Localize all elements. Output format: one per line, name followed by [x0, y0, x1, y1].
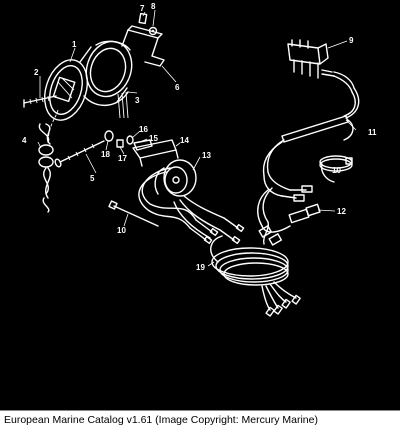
callout-4: 4 — [22, 136, 27, 145]
gauge-bracket-part — [132, 139, 179, 167]
callout-5: 5 — [90, 174, 95, 183]
callout-19: 19 — [196, 263, 205, 272]
terminal-block-part — [287, 39, 355, 93]
sensor-harness-part — [138, 159, 225, 239]
callout-14: 14 — [180, 136, 189, 145]
callout-10-cable-tie: 10 — [117, 226, 126, 235]
cable-tie-part — [108, 200, 159, 227]
cable-tie-loop-part — [319, 155, 353, 183]
exploded-parts-diagram: 1 2 3 4 5 6 7 8 9 10 10 11 12 13 14 15 1… — [0, 0, 400, 410]
connector-terminals — [189, 217, 245, 245]
callout-7: 7 — [140, 4, 145, 13]
callout-numbers: 1 2 3 4 5 6 7 8 9 10 10 11 12 13 14 15 1… — [22, 2, 377, 272]
callout-17: 17 — [118, 154, 127, 163]
coiled-harness-part — [210, 235, 301, 317]
top-bracket-part — [121, 12, 165, 67]
callout-16: 16 — [139, 125, 148, 134]
callout-10-tie-loop: 10 — [332, 166, 341, 175]
mounting-screw-part — [23, 95, 57, 108]
gauge-housing-part — [79, 40, 133, 119]
callout-9: 9 — [349, 36, 354, 45]
caption-bar: European Marine Catalog v1.61 (Image Cop… — [0, 410, 400, 429]
long-screw-part — [54, 140, 105, 168]
fuse-holder-part — [257, 187, 321, 246]
gauge-bezel-part — [44, 59, 88, 121]
callout-leader-lines — [37, 9, 357, 267]
callout-12: 12 — [337, 207, 346, 216]
right-wire-harness-part — [262, 87, 360, 202]
callout-18: 18 — [101, 150, 110, 159]
callout-11: 11 — [368, 128, 377, 137]
parts-diagram-drawing: 1 2 3 4 5 6 7 8 9 10 10 11 12 13 14 15 1… — [22, 2, 377, 317]
callout-8: 8 — [151, 2, 156, 11]
callout-1: 1 — [72, 40, 77, 49]
callout-15: 15 — [149, 134, 158, 143]
callout-6: 6 — [175, 83, 180, 92]
grommet-wire-part — [38, 109, 59, 213]
callout-3: 3 — [135, 96, 140, 105]
callout-13: 13 — [202, 151, 211, 160]
callout-2: 2 — [34, 68, 39, 77]
catalog-caption: European Marine Catalog v1.61 (Image Cop… — [4, 414, 318, 426]
